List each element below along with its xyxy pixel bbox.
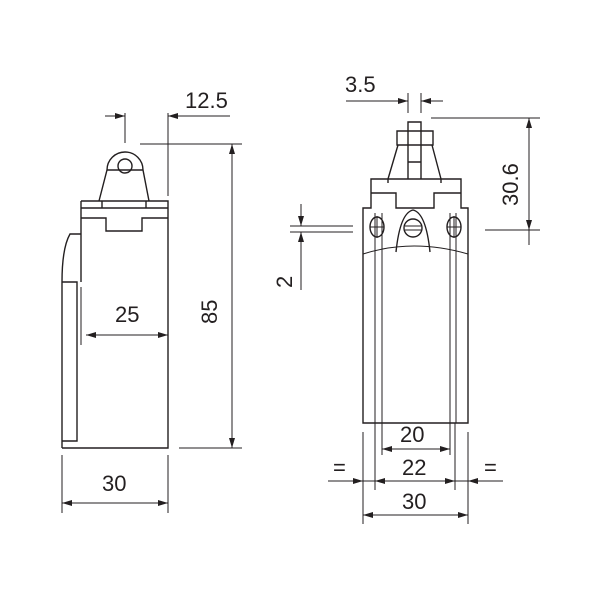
dim-label: 85 bbox=[197, 300, 222, 324]
dim-height: 85 bbox=[140, 143, 242, 449]
side-view: 12.5 85 25 30 bbox=[61, 88, 242, 513]
dim-label: 2 bbox=[272, 276, 297, 288]
screw-icon bbox=[403, 218, 423, 238]
plunger bbox=[387, 121, 442, 180]
dim-label: 20 bbox=[400, 422, 424, 447]
dim-hole-span: 22 = = bbox=[328, 423, 503, 490]
screw-arch bbox=[395, 209, 431, 253]
side-body bbox=[62, 200, 169, 449]
dim-gap: 2 bbox=[272, 204, 353, 290]
dim-label: 30 bbox=[102, 471, 126, 496]
mount-hole-left-icon bbox=[369, 216, 385, 238]
dim-depth: 25 bbox=[80, 287, 168, 345]
equal-mark-right: = bbox=[484, 455, 497, 480]
dim-plunger-width: 3.5 bbox=[345, 72, 443, 113]
side-plate bbox=[61, 233, 81, 448]
dim-label: 25 bbox=[115, 302, 139, 327]
dim-label: 3.5 bbox=[345, 72, 376, 97]
dim-roller-offset: 12.5 bbox=[105, 88, 230, 196]
equal-mark-left: = bbox=[333, 455, 346, 480]
front-body bbox=[362, 178, 469, 424]
dim-hole-span-inner: 20 bbox=[381, 422, 451, 455]
dim-width: 30 bbox=[61, 455, 169, 513]
side-cap bbox=[81, 201, 168, 232]
dim-front-width: 30 bbox=[362, 432, 469, 524]
dim-plunger-height: 30.6 bbox=[431, 117, 540, 245]
mount-hole-right-icon bbox=[446, 216, 462, 238]
front-view: 3.5 30.6 2 20 bbox=[272, 72, 540, 524]
dim-label: 12.5 bbox=[185, 88, 228, 113]
dim-label: 22 bbox=[402, 455, 426, 480]
dim-label: 30.6 bbox=[498, 163, 523, 206]
body-inner-lines bbox=[362, 213, 469, 423]
front-cap bbox=[371, 179, 461, 209]
roller-pin-icon bbox=[117, 158, 133, 174]
dim-label: 30 bbox=[402, 489, 426, 514]
roller-bracket bbox=[98, 151, 150, 202]
